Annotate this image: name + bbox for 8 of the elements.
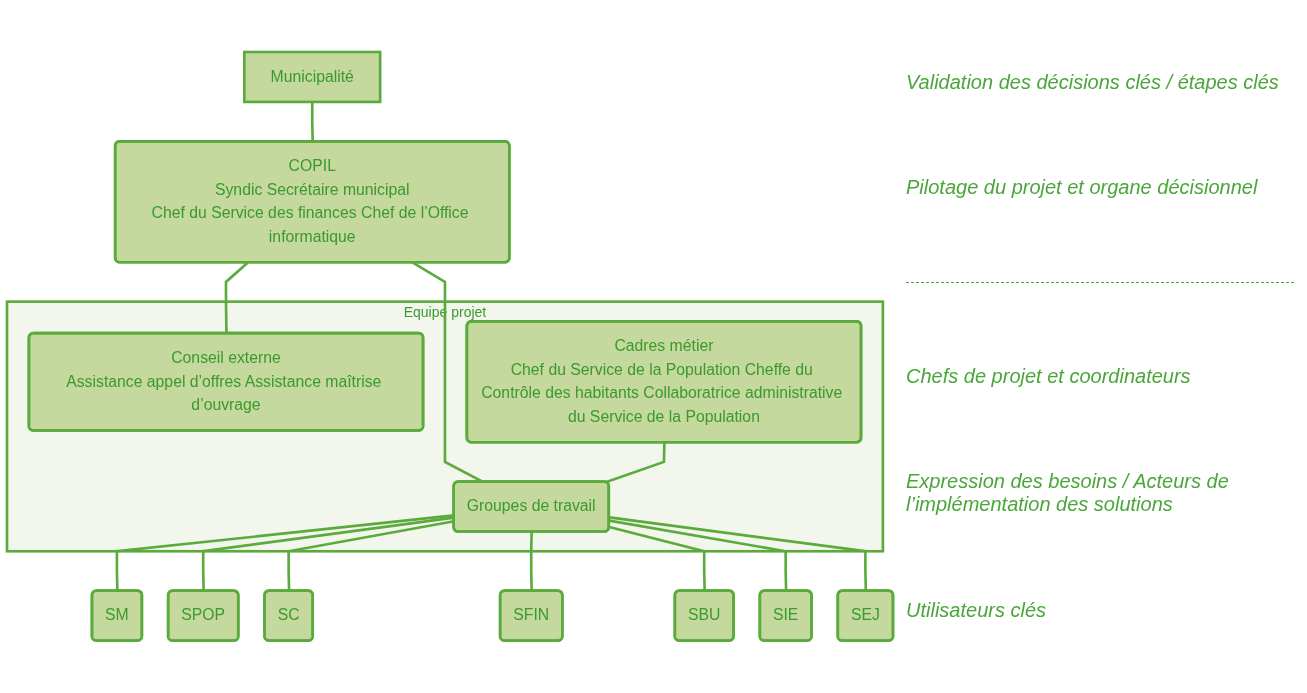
annotation-text: Validation des décisions clés / étapes clés xyxy=(906,71,1280,95)
connector xyxy=(310,102,314,142)
annotation-text: Chefs de projet et coordinateurs xyxy=(906,365,1192,389)
annotation-text: Utilisateurs clés xyxy=(906,598,1048,622)
node-box: Municipalité xyxy=(243,50,382,104)
connector xyxy=(605,442,666,484)
annotation-text: Pilotage du projet et organe décisionnel xyxy=(906,176,1259,200)
annotation-text: Expression des besoins / Acteurs de l’implémentation des solutions xyxy=(906,470,1230,517)
